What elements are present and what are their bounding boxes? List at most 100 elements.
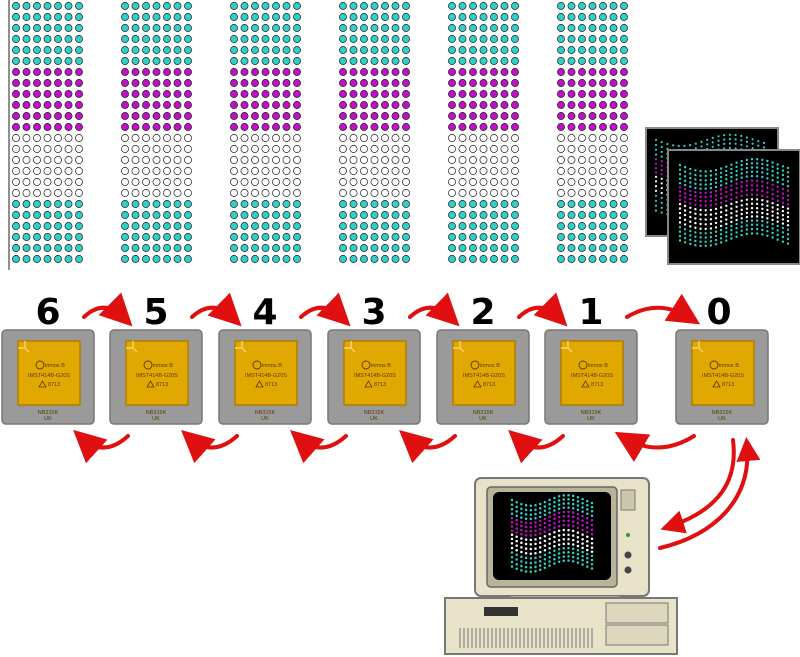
batch-code: NB315K [581, 410, 602, 416]
data-point [12, 211, 20, 219]
flag-point [677, 144, 680, 148]
data-point [43, 35, 52, 43]
data-point [391, 145, 400, 153]
monitor-button-panel [620, 489, 636, 511]
data-point [173, 222, 182, 230]
data-point [511, 211, 519, 219]
data-point [391, 13, 400, 21]
data-point [490, 244, 498, 252]
flag-point [576, 517, 580, 520]
data-point [184, 2, 192, 10]
flag-point [740, 221, 743, 224]
data-point [240, 79, 249, 87]
data-point [578, 79, 586, 87]
batch-code: NB315K [712, 410, 733, 416]
flag-point [714, 238, 718, 242]
flag-point [529, 530, 533, 533]
flag-point [745, 224, 749, 227]
flag-point [699, 170, 702, 173]
data-point [75, 244, 83, 252]
data-point [261, 24, 270, 32]
flag-point [714, 177, 718, 180]
flag-point [786, 180, 790, 183]
data-point [251, 24, 259, 32]
data-point [402, 112, 410, 120]
data-point [599, 233, 607, 241]
flag-point [704, 240, 707, 243]
data-point [251, 123, 259, 131]
data-point [469, 167, 477, 175]
data-point [121, 233, 129, 241]
data-point [282, 200, 291, 208]
flag-point [515, 558, 518, 561]
data-point [131, 35, 140, 43]
data-point [121, 123, 129, 131]
flag-point [520, 520, 523, 524]
data-point [349, 156, 358, 164]
flag-point [543, 513, 547, 517]
flag-point [520, 507, 523, 510]
data-point [381, 178, 389, 186]
data-point [54, 101, 62, 109]
flag-point [553, 558, 556, 561]
data-point [448, 68, 456, 76]
data-point [339, 255, 347, 263]
data-point [381, 13, 389, 21]
data-point [500, 255, 509, 263]
front-vents [459, 628, 593, 648]
data-point [349, 244, 358, 252]
data-point [142, 134, 150, 142]
data-point [75, 79, 83, 87]
batch-code: NB315K [146, 410, 167, 416]
flag-point [728, 133, 732, 136]
data-point [567, 255, 576, 263]
flag-point [709, 218, 713, 221]
dot-strip-4 [448, 2, 519, 263]
data-point [184, 90, 192, 98]
data-point [402, 156, 410, 164]
flag-point [761, 158, 764, 162]
flag-point [562, 528, 566, 532]
data-point [500, 189, 509, 197]
data-point [391, 222, 400, 230]
data-point [370, 79, 379, 87]
flag-point [571, 534, 575, 537]
return-link-arrow [181, 430, 239, 464]
data-point [33, 112, 41, 120]
flag-point [735, 227, 738, 230]
data-point [620, 57, 628, 65]
data-point [620, 46, 628, 54]
flag-point [750, 202, 754, 205]
flag-point [766, 208, 769, 212]
flag-point [557, 520, 561, 523]
data-point [240, 123, 249, 131]
flag-point [776, 176, 779, 179]
data-point [557, 134, 565, 142]
data-point [272, 123, 280, 131]
data-point [64, 189, 73, 197]
data-point [349, 189, 358, 197]
flag-point [766, 204, 769, 207]
data-point [43, 13, 52, 21]
data-point [261, 233, 270, 241]
flag-point [557, 503, 561, 506]
flag-point [735, 178, 738, 181]
data-point [360, 79, 368, 87]
flag-point [786, 194, 790, 197]
data-point [479, 233, 488, 241]
data-point [469, 233, 477, 241]
flag-point [557, 552, 561, 555]
flag-point [678, 198, 682, 201]
flag-point [683, 204, 687, 208]
data-point [152, 200, 161, 208]
pin-one-marker [344, 341, 356, 353]
flag-point [766, 212, 769, 216]
flag-point [730, 233, 733, 236]
data-point [490, 156, 498, 164]
flag-point [750, 166, 754, 169]
flag-point [700, 140, 703, 143]
flag-point [761, 224, 764, 227]
data-point [500, 244, 509, 252]
data-point [22, 101, 31, 109]
flag-point [786, 228, 790, 231]
